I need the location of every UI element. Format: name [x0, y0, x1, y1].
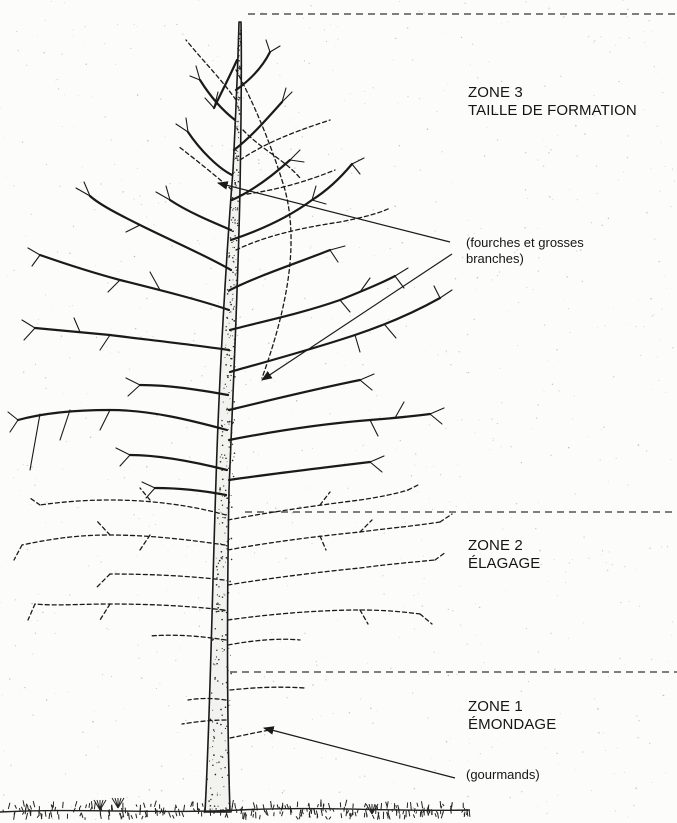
zone-2-title: ZONE 2: [468, 537, 540, 555]
forks-annotation: (fourches et grosses branches): [466, 235, 584, 267]
tree-trunk: [205, 22, 241, 812]
prune-dashed-lower-branches: [14, 484, 452, 645]
zone-3-label: ZONE 3 TAILLE DE FORMATION: [468, 84, 637, 120]
suckers-annotation-line1: (gourmands): [466, 767, 540, 783]
grass-ground: [0, 798, 470, 820]
zone-3-subtitle: TAILLE DE FORMATION: [468, 102, 637, 120]
annotation-arrows: [218, 183, 455, 778]
arrow-icon: [264, 728, 455, 778]
forks-annotation-line1: (fourches et grosses: [466, 235, 584, 251]
zone-1-subtitle: ÉMONDAGE: [468, 716, 556, 734]
arrow-icon: [262, 254, 452, 380]
zone-2-subtitle: ÉLAGAGE: [468, 555, 540, 573]
zone-2-label: ZONE 2 ÉLAGAGE: [468, 537, 540, 573]
suckers-annotation: (gourmands): [466, 767, 540, 783]
prune-dashed-suckers: [182, 687, 305, 738]
zone-1-label: ZONE 1 ÉMONDAGE: [468, 698, 556, 734]
zone-3-title: ZONE 3: [468, 84, 637, 102]
zone-1-title: ZONE 1: [468, 698, 556, 716]
forks-annotation-line2: branches): [466, 251, 584, 267]
tree-illustration: [8, 22, 452, 812]
